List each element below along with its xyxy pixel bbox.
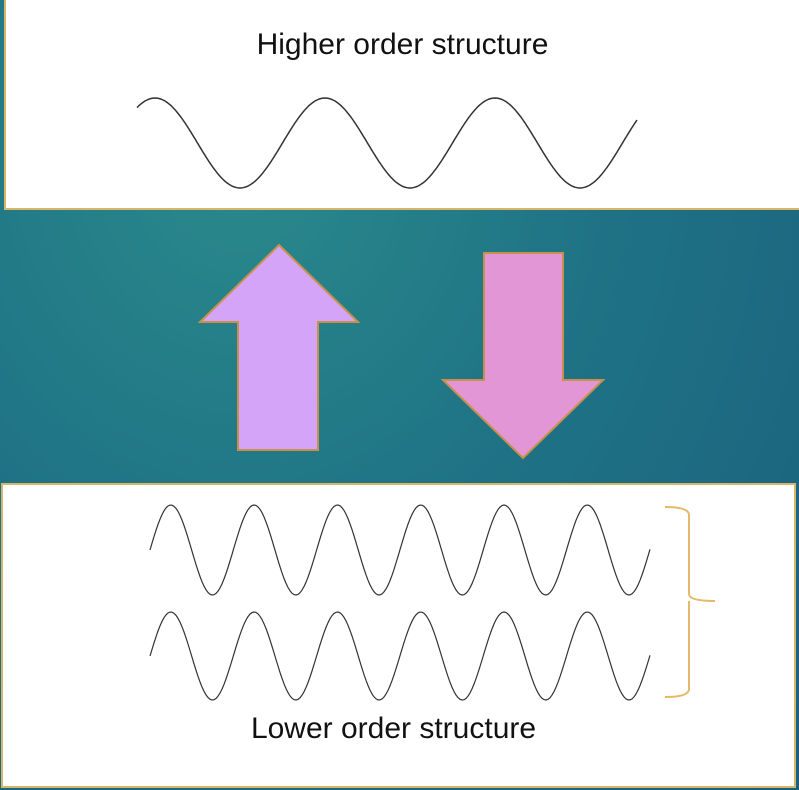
bracket-icon [664,506,716,698]
lower-order-wave-1 [149,504,651,596]
up-arrow-icon [197,243,361,451]
higher-order-wave [136,97,638,189]
lower-order-title: Lower order structure [250,712,537,745]
lower-order-wave-2 [149,611,651,701]
lower-order-panel: Lower order structure [1,483,796,788]
higher-order-panel: Higher order structure [4,0,799,210]
down-arrow-icon [440,252,606,460]
higher-order-title: Higher order structure [256,28,549,61]
